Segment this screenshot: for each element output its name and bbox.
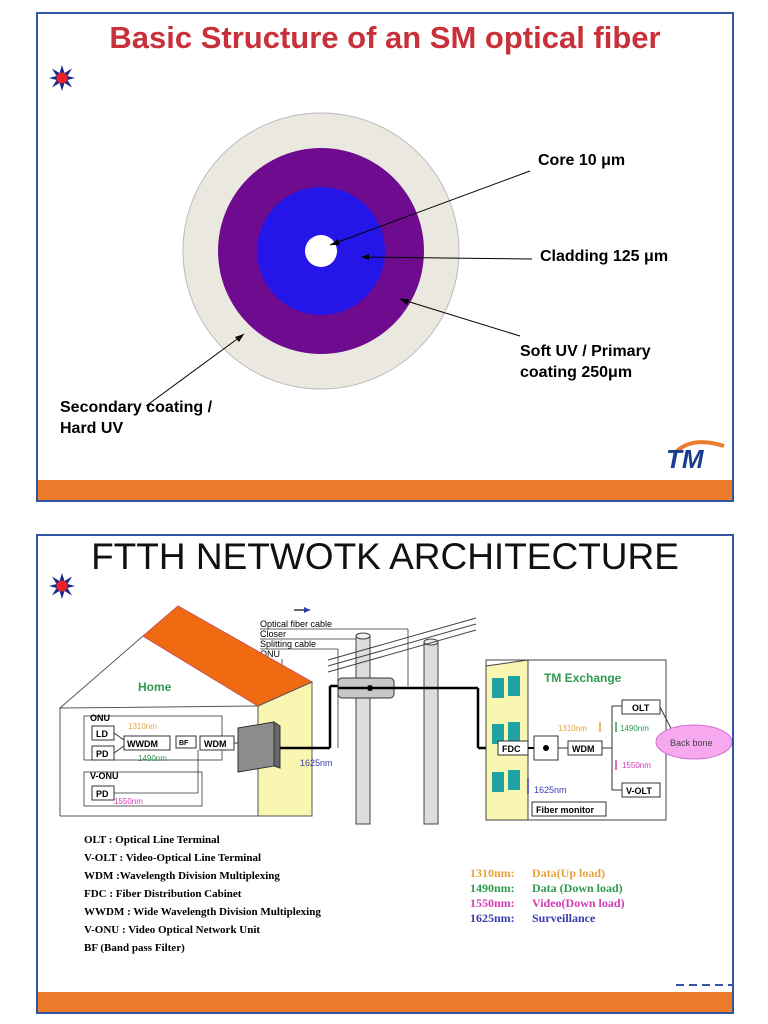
volt-box: V-OLT [626, 786, 652, 796]
core-label: Core 10 μm [538, 152, 626, 169]
pole-1625: 1625nm [300, 758, 333, 768]
ftth-diagram: Optical fiber cable Closer Splitting cab… [58, 605, 732, 825]
vonu-pd-box: PD [96, 789, 109, 799]
soft-uv-label: Soft UV / Primary coating 250μm [520, 343, 651, 381]
core-circle [305, 235, 337, 267]
cable-legend-closer: Closer [260, 629, 286, 639]
backbone-label: Back bone [670, 738, 713, 748]
vonu-label: V-ONU [90, 771, 119, 781]
home-wdm-box: WDM [204, 739, 227, 749]
ld-box: LD [96, 729, 108, 739]
pd-box: PD [96, 749, 109, 759]
fiber-cross-section [145, 112, 533, 407]
backbone-ellipse [655, 724, 732, 760]
olt-box: OLT [632, 703, 650, 713]
slide1-bottom-bar [38, 480, 732, 500]
onu-label: ONU [90, 713, 110, 723]
home-1310: 1310nm [128, 722, 157, 731]
cladding-label: Cladding 125 μm [540, 248, 669, 265]
wavelength-legend: 1310nm:Data(Up load) 1490nm:Data (Down l… [470, 866, 625, 926]
wwdm-box: WWDM [127, 739, 158, 749]
exchange-1625: 1625nm [534, 785, 567, 795]
exchange-1310: 1310nm [558, 724, 587, 733]
cable-legend-optical: Optical fiber cable [260, 619, 332, 629]
wavelength-1310: 1310nm:Data(Up load) [470, 866, 606, 880]
cable-legend-onu: ONU [260, 649, 280, 659]
wavelength-1490: 1490nm:Data (Down load) [470, 881, 623, 895]
exchange-wdm-box: WDM [572, 744, 595, 754]
tm-logo: TM [662, 434, 732, 474]
slide2-bottom-bar [38, 992, 732, 1012]
slide1-title: Basic Structure of an SM optical fiber [109, 20, 661, 55]
slide-ftth-architecture: FTTH NETWOTK ARCHITECTURE Optical fiber … [36, 534, 734, 1014]
exchange-label: TM Exchange [544, 671, 622, 685]
exchange-1550: 1550nm [622, 761, 651, 770]
fiber-monitor-box: Fiber monitor [536, 805, 594, 815]
cable-legend-splitting: Splitting cable [260, 639, 316, 649]
star-icon [49, 65, 75, 91]
abbreviation-legend: OLT : Optical Line Terminal V-OLT : Vide… [84, 834, 321, 954]
home-1550: 1550nm [114, 797, 143, 806]
slide-fiber-structure: Basic Structure of an SM optical fiber C… [36, 12, 734, 502]
fdc-box: FDC [502, 744, 521, 754]
exchange-1490: 1490nm [620, 724, 649, 733]
slide2-title: FTTH NETWOTK ARCHITECTURE [91, 536, 679, 577]
wavelength-1625: 1625nm:Surveillance [470, 911, 596, 925]
home-1490: 1490nm [138, 754, 167, 763]
star-icon [49, 573, 75, 599]
secondary-coating-label: Secondary coating / Hard UV [60, 399, 213, 437]
wavelength-1550: 1550nm:Video(Down load) [470, 896, 625, 910]
tm-swoosh-icon [674, 440, 725, 454]
dash-decoration [676, 984, 732, 986]
home-label: Home [138, 680, 172, 694]
bf-box: BF [179, 740, 189, 747]
